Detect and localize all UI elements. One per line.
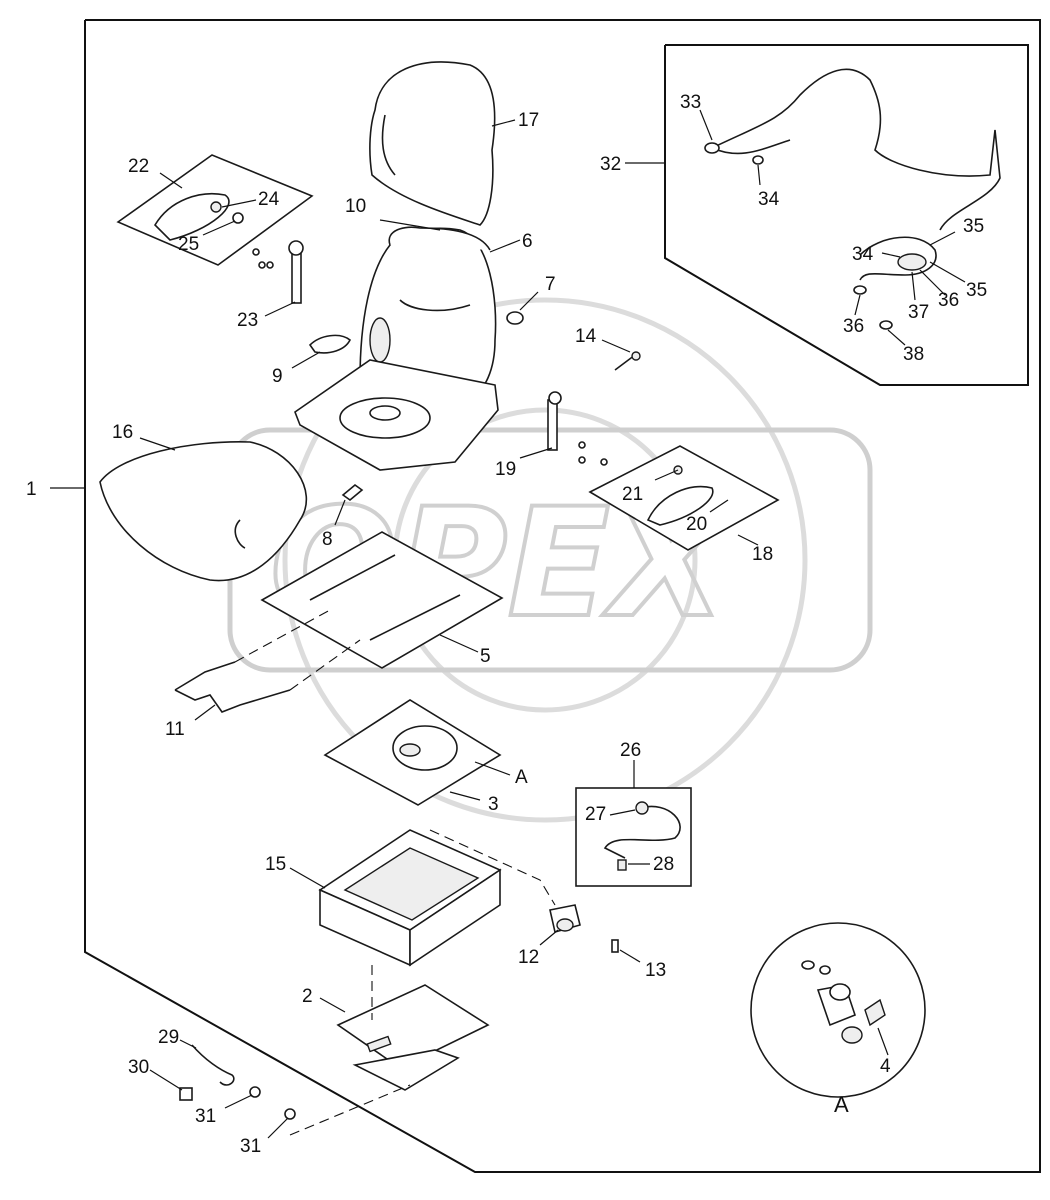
slide-rail-plate (260, 531, 504, 669)
seat-cushion (99, 441, 308, 582)
callout-4: 4 (880, 1056, 891, 1077)
callout-25: 25 (178, 234, 199, 255)
callout-34b: 34 (852, 244, 874, 265)
callout-36b: 36 (843, 316, 864, 337)
callout-15: 15 (265, 854, 286, 875)
headrest (369, 61, 496, 226)
callout-27: 27 (585, 804, 606, 825)
callout-34a: 34 (758, 189, 780, 210)
callout-7: 7 (545, 274, 556, 295)
wiring-harness-inset (625, 44, 1029, 386)
callout-31a: 31 (195, 1106, 216, 1127)
callout-3: 3 (488, 794, 499, 815)
callout-1: 1 (26, 479, 37, 500)
callout-17: 17 (518, 110, 539, 131)
detail-label-A: A (834, 1092, 849, 1117)
callout-29: 29 (158, 1027, 179, 1048)
assembly-frame (84, 19, 1041, 1173)
callout-24: 24 (258, 189, 280, 210)
callout-14: 14 (575, 326, 597, 347)
callout-16: 16 (112, 422, 133, 443)
callout-13: 13 (645, 960, 666, 981)
callout-9: 9 (272, 366, 283, 387)
callout-18: 18 (752, 544, 773, 565)
callout-12: 12 (518, 947, 539, 968)
callout-32: 32 (600, 154, 621, 175)
callout-22: 22 (128, 156, 149, 177)
callout-35b: 35 (966, 280, 987, 301)
callout-5: 5 (480, 646, 491, 667)
callout-31b: 31 (240, 1136, 261, 1157)
opex-watermark: OPEX (227, 297, 873, 823)
callout-33: 33 (680, 92, 701, 113)
callout-A-main: A (515, 767, 528, 788)
callout-36a: 36 (938, 290, 959, 311)
callout-11: 11 (165, 719, 185, 740)
callout-2: 2 (302, 986, 313, 1007)
callout-19: 19 (495, 459, 516, 480)
callout-8: 8 (322, 529, 333, 550)
callout-6: 6 (522, 231, 533, 252)
callout-20: 20 (686, 514, 707, 535)
callout-23: 23 (237, 310, 258, 331)
callout-35a: 35 (963, 216, 984, 237)
callout-21: 21 (622, 484, 643, 505)
seat-back-frame (359, 227, 497, 401)
callout-30: 30 (128, 1057, 149, 1078)
callout-37: 37 (908, 302, 929, 323)
callout-38: 38 (903, 344, 924, 365)
callout-28: 28 (653, 854, 674, 875)
callout-10: 10 (345, 196, 366, 217)
callout-26: 26 (620, 740, 641, 761)
detail-view-A (750, 922, 926, 1098)
